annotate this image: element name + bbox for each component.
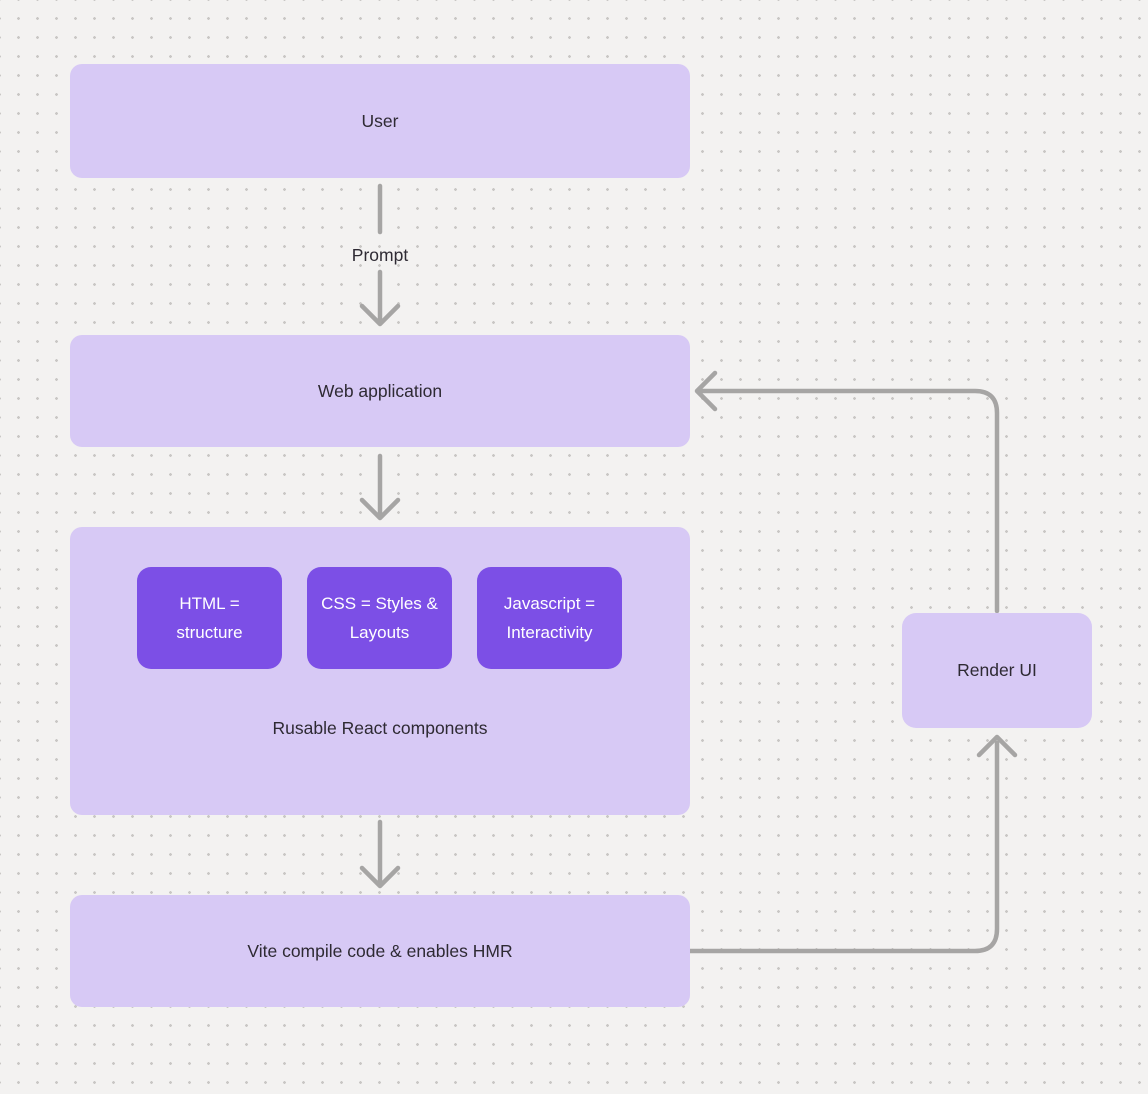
node-user: User xyxy=(70,64,690,178)
chip-css-label: CSS = Styles & Layouts xyxy=(321,594,438,642)
chip-javascript-label: Javascript = Interactivity xyxy=(503,594,596,642)
node-vite: Vite compile code & enables HMR xyxy=(70,895,690,1007)
edge-components-to-vite-arrow xyxy=(359,819,401,889)
components-group-caption: Rusable React components xyxy=(272,718,488,738)
node-web-application: Web application xyxy=(70,335,690,447)
node-render-ui-label: Render UI xyxy=(957,660,1037,680)
node-components-group: HTML = structure CSS = Styles & Layouts … xyxy=(70,527,690,815)
node-render-ui: Render UI xyxy=(902,613,1092,728)
edge-render-to-webapp-arrow xyxy=(694,370,1000,614)
chip-html: HTML = structure xyxy=(137,567,282,669)
chip-css: CSS = Styles & Layouts xyxy=(307,567,452,669)
chip-html-label: HTML = structure xyxy=(176,594,243,642)
node-web-application-label: Web application xyxy=(317,380,443,401)
edge-vite-to-render-arrow xyxy=(687,734,1018,954)
chip-javascript: Javascript = Interactivity xyxy=(477,567,622,669)
edge-webapp-to-components-arrow xyxy=(359,453,401,521)
node-vite-label: Vite compile code & enables HMR xyxy=(247,940,513,961)
edge-prompt-to-webapp-arrow xyxy=(359,269,401,327)
edge-label-prompt: Prompt xyxy=(351,245,409,265)
node-user-label: User xyxy=(361,110,399,131)
